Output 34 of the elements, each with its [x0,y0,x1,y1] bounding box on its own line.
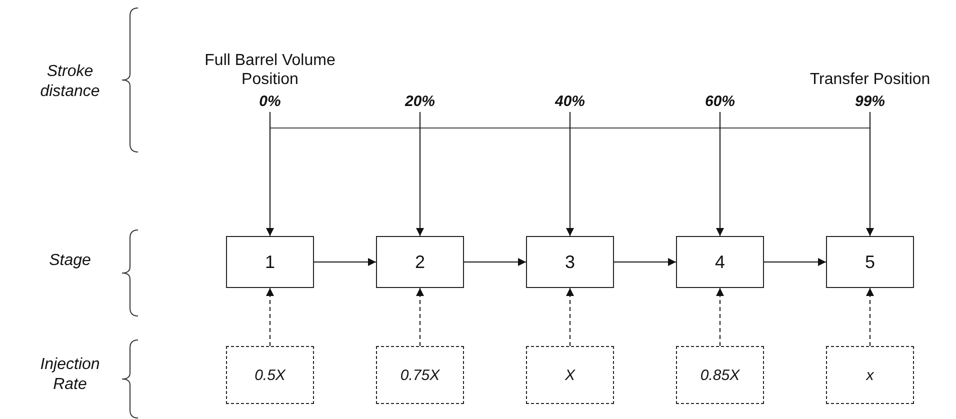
row-label: Stage [48,251,92,271]
arrow [266,112,274,236]
percent-label: 60% [704,93,736,110]
arrow [314,258,376,266]
percent-label: 0% [259,93,281,110]
arrow [866,288,874,346]
arrow [416,288,424,346]
position-label: Transfer Position [810,70,930,89]
stage-box: 1 [226,236,314,288]
stage-box: 3 [526,236,614,288]
position-label: Full Barrel Volume Position [204,51,336,89]
arrow [566,112,574,236]
percent-label: 40% [554,93,586,110]
arrow [614,258,676,266]
arrow [866,112,874,236]
rate-box: X [526,346,614,404]
rate-box: 0.85X [676,346,764,404]
row-label: Stroke distance [39,62,101,102]
stage-box: 5 [826,236,914,288]
rate-box: 0.75X [376,346,464,404]
arrow [566,288,574,346]
arrow [716,112,724,236]
arrow [764,258,826,266]
arrow [716,288,724,346]
percent-label: 99% [854,93,886,110]
arrow [416,112,424,236]
stage-box: 4 [676,236,764,288]
percent-label: 20% [404,93,436,110]
arrow [464,258,526,266]
rate-box: 0.5X [226,346,314,404]
arrow [266,288,274,346]
rate-box: x [826,346,914,404]
row-label: Injection Rate [39,355,101,395]
stage-box: 2 [376,236,464,288]
